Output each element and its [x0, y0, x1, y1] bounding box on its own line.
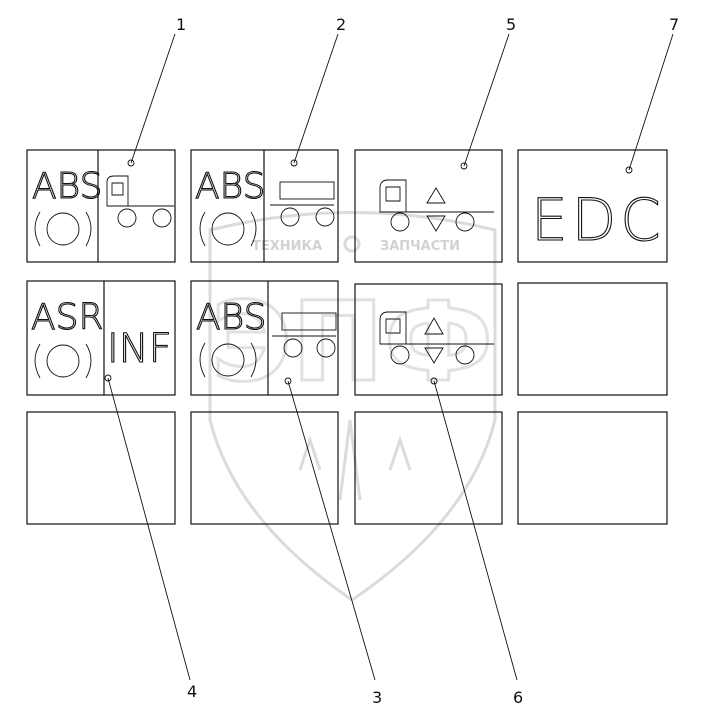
callout-1: 1	[176, 15, 186, 34]
panel-4: ASR INF	[26, 280, 176, 396]
panel-6	[354, 283, 503, 396]
panel-4-inf-label: INF	[107, 326, 172, 372]
watermark: ТЕХНИКА ЗАПЧАСТИ ЭПФ	[208, 211, 497, 602]
watermark-word-2: ЗАПЧАСТИ	[380, 239, 460, 254]
callout-4: 4	[187, 682, 197, 701]
truck-side-icon	[379, 179, 494, 232]
callout-6: 6	[513, 688, 523, 707]
panel-blank	[517, 282, 668, 396]
wheat-icon	[298, 419, 412, 501]
panel-blank	[190, 411, 339, 525]
panel-4-label: ASR	[31, 297, 104, 338]
panel-2: ABS	[190, 149, 339, 263]
warning-ring-icon	[34, 343, 92, 379]
callout-5: 5	[506, 15, 516, 34]
truck-side-icon	[106, 175, 174, 228]
callout-7: 7	[669, 15, 679, 34]
panel-7: EDC	[517, 149, 668, 263]
up-down-triangles-icon	[424, 317, 444, 364]
gear-icon	[343, 235, 361, 253]
callout-2: 2	[336, 15, 346, 34]
up-down-triangles-icon	[426, 187, 446, 232]
panel-blank	[517, 411, 668, 525]
truck-side-icon	[379, 311, 494, 365]
panel-7-label: EDC	[531, 186, 665, 254]
panel-blank	[26, 411, 176, 525]
panel-2-label: ABS	[195, 166, 265, 207]
warning-ring-icon	[199, 342, 257, 378]
warning-ring-icon	[34, 211, 92, 247]
leader-lines	[107, 33, 674, 681]
panel-3-label: ABS	[196, 297, 266, 338]
trailer-icon	[272, 312, 337, 358]
watermark-word-1: ТЕХНИКА	[252, 239, 322, 254]
panel-blank	[354, 411, 503, 525]
panel-1: ABS	[26, 149, 176, 263]
panel-1-label: ABS	[32, 166, 102, 207]
trailer-icon	[270, 181, 335, 227]
panel-5	[354, 149, 503, 263]
watermark-shield	[208, 211, 497, 602]
callout-3: 3	[372, 688, 382, 707]
warning-ring-icon	[199, 211, 257, 247]
panel-3: ABS	[190, 280, 339, 396]
watermark-logo: ЭПФ	[211, 278, 493, 406]
